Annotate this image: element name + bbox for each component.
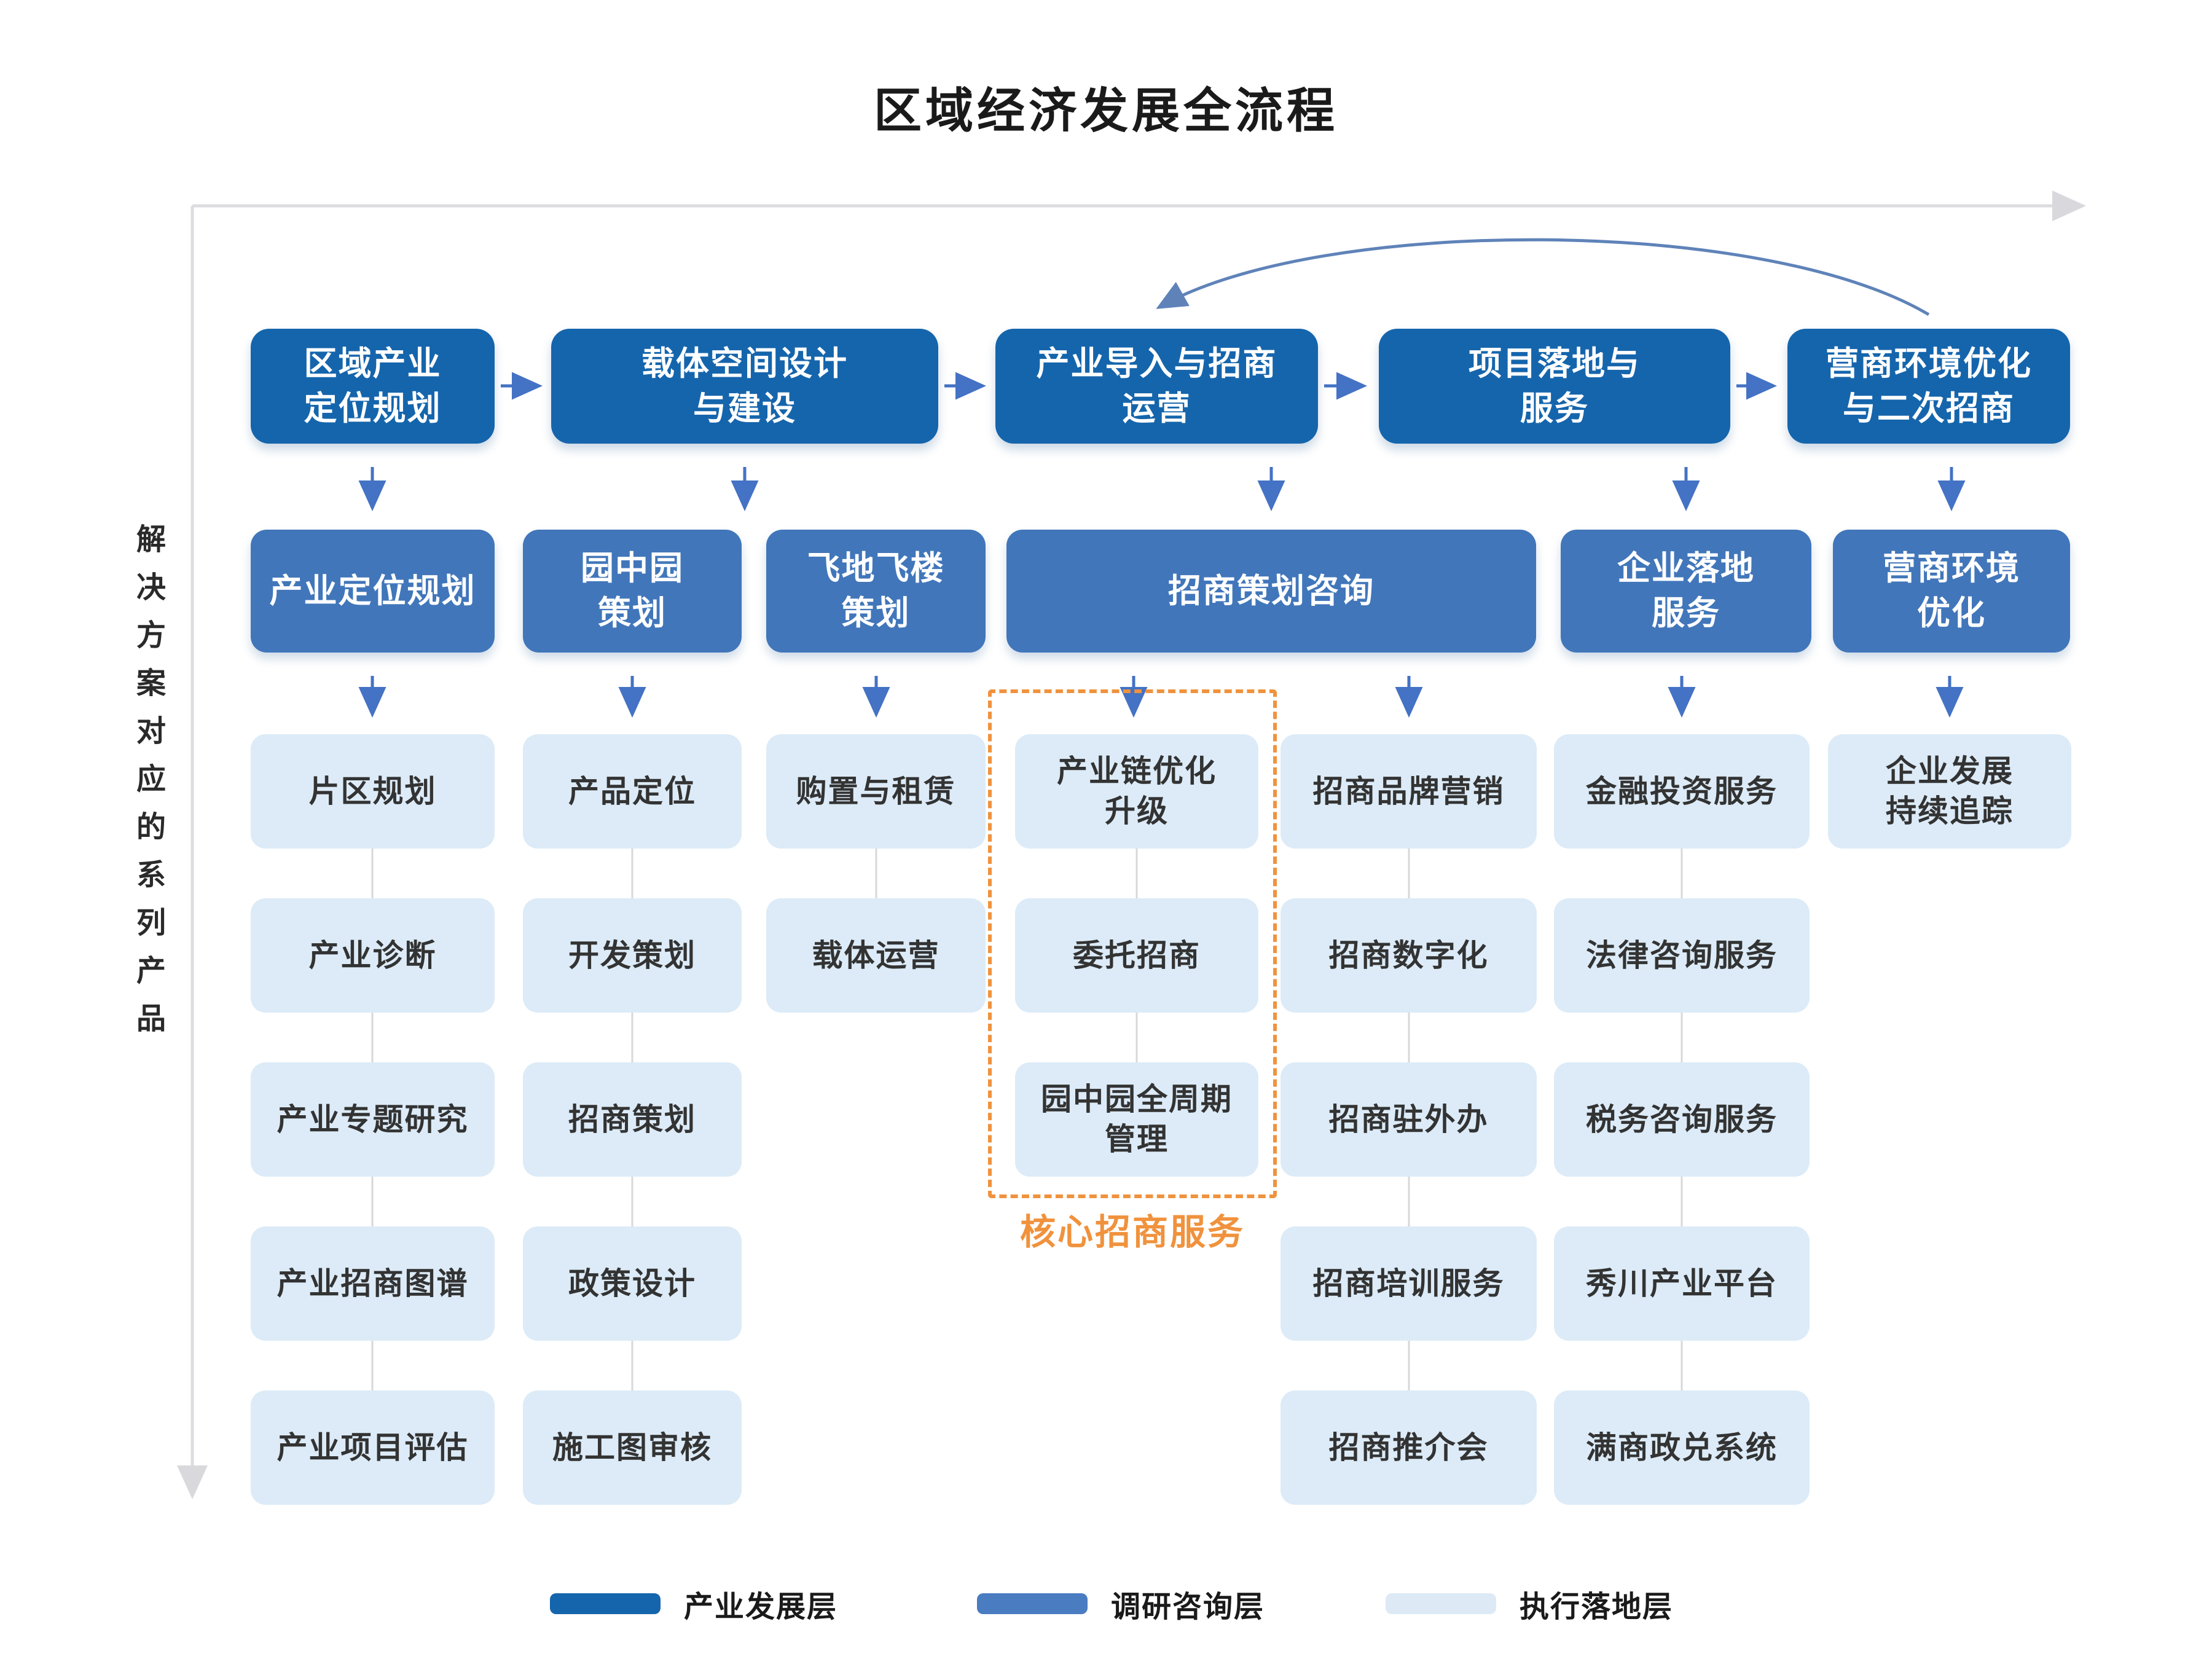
feedback-curve-arrow [1156, 238, 1930, 316]
legend-item: 产业发展层 [550, 1585, 838, 1623]
product-box: 载体运营 [766, 898, 986, 1013]
legend-label: 执行落地层 [1520, 1591, 1674, 1623]
product-box: 政策设计 [523, 1226, 742, 1341]
legend-item: 执行落地层 [1386, 1585, 1674, 1623]
legend-swatch-industry-development-icon [550, 1593, 661, 1614]
product-box: 税务咨询服务 [1554, 1062, 1810, 1177]
core-services-label: 核心招商服务 [1019, 1212, 1245, 1252]
stage-box-business-env: 营商环境优化 与二次招商 [1787, 329, 2070, 444]
product-box: 产品定位 [523, 734, 742, 849]
product-box: 金融投资服务 [1554, 734, 1810, 849]
product-box: 法律咨询服务 [1554, 898, 1810, 1013]
stage-box-carrier-design: 载体空间设计 与建设 [551, 329, 938, 444]
product-box: 招商培训服务 [1281, 1226, 1537, 1341]
product-box-core: 委托招商 [1015, 898, 1258, 1013]
product-box: 购置与租赁 [766, 734, 986, 849]
product-box: 秀川产业平台 [1554, 1226, 1810, 1341]
product-box: 产业项目评估 [251, 1390, 495, 1505]
product-box-core: 园中园全周期 管理 [1015, 1062, 1258, 1177]
solution-box-enclave: 飞地飞楼 策划 [766, 530, 986, 653]
y-axis-label: 解决方案对应的系列产品 [131, 524, 164, 1051]
legend-swatch-research-consulting-icon [977, 1593, 1088, 1614]
solution-box-park-in-park: 园中园 策划 [523, 530, 742, 653]
product-box: 产业诊断 [251, 898, 495, 1013]
legend-swatch-execution-landing-icon [1386, 1593, 1496, 1614]
stage-box-industry-intro: 产业导入与招商 运营 [995, 329, 1318, 444]
product-box: 招商数字化 [1281, 898, 1537, 1013]
solution-box-positioning-planning: 产业定位规划 [251, 530, 495, 653]
product-box: 企业发展 持续追踪 [1828, 734, 2071, 849]
product-box: 片区规划 [251, 734, 495, 849]
product-box: 开发策划 [523, 898, 742, 1013]
product-box: 产业专题研究 [251, 1062, 495, 1177]
stage-box-regional-positioning: 区域产业 定位规划 [251, 329, 495, 444]
solution-box-enterprise-landing: 企业落地 服务 [1561, 530, 1811, 653]
stage-box-project-landing: 项目落地与 服务 [1379, 329, 1730, 444]
product-box: 产业招商图谱 [251, 1226, 495, 1341]
core-services-border [988, 689, 1277, 1198]
product-box: 施工图审核 [523, 1390, 742, 1505]
product-box: 招商驻外办 [1281, 1062, 1537, 1177]
product-box-core: 产业链优化 升级 [1015, 734, 1258, 849]
solution-box-env-optimization: 营商环境 优化 [1833, 530, 2070, 653]
product-box: 招商策划 [523, 1062, 742, 1177]
page-title: 区域经济发展全流程 [873, 84, 1338, 138]
legend-label: 调研咨询层 [1111, 1591, 1265, 1623]
product-box: 招商推介会 [1281, 1390, 1537, 1505]
legend-label: 产业发展层 [684, 1591, 838, 1623]
product-box: 满商政兑系统 [1554, 1390, 1810, 1505]
solution-box-investment-consulting: 招商策划咨询 [1006, 530, 1536, 653]
legend-item: 调研咨询层 [977, 1585, 1265, 1623]
product-box: 招商品牌营销 [1281, 734, 1537, 849]
